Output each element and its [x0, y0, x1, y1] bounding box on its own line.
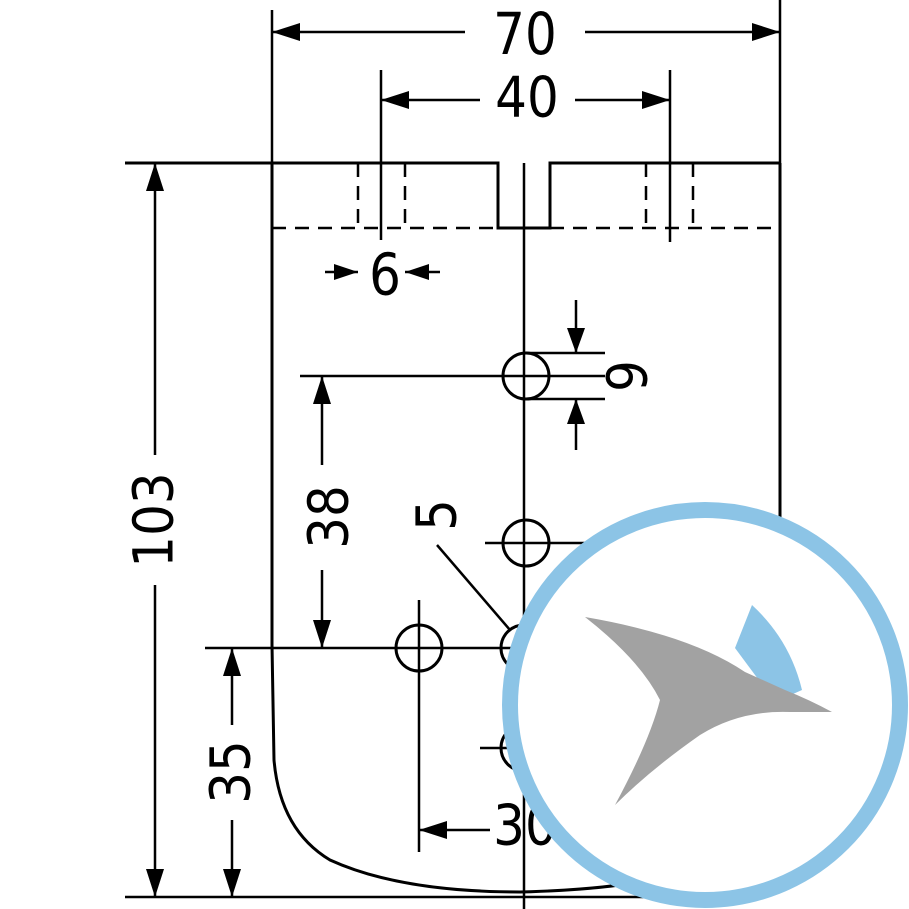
- dimension-6-hole: 6: [526, 300, 657, 450]
- dimension-35-label: 35: [199, 740, 263, 804]
- leader-5: 5: [405, 499, 511, 631]
- dimension-6-slot: 6: [325, 241, 440, 308]
- dimension-40: 40: [379, 65, 672, 242]
- dimension-6-slot-label: 6: [369, 241, 401, 308]
- dimension-38-label: 38: [297, 485, 361, 549]
- dimension-70-label: 70: [493, 1, 557, 68]
- dimension-35: 35: [199, 648, 263, 897]
- dimension-40-label: 40: [495, 65, 559, 130]
- bird-body-gray: [585, 617, 832, 805]
- leader-5-label: 5: [405, 499, 469, 531]
- dimension-6-hole-label: 6: [593, 360, 657, 392]
- dimension-103: 103: [122, 163, 650, 899]
- watermark-logo: [502, 502, 908, 908]
- dimension-38: 38: [297, 376, 361, 648]
- hidden-lines: [272, 163, 780, 230]
- dimension-70: 70: [270, 0, 782, 163]
- bird-wing-blue: [735, 605, 802, 702]
- dimension-103-label: 103: [122, 472, 186, 567]
